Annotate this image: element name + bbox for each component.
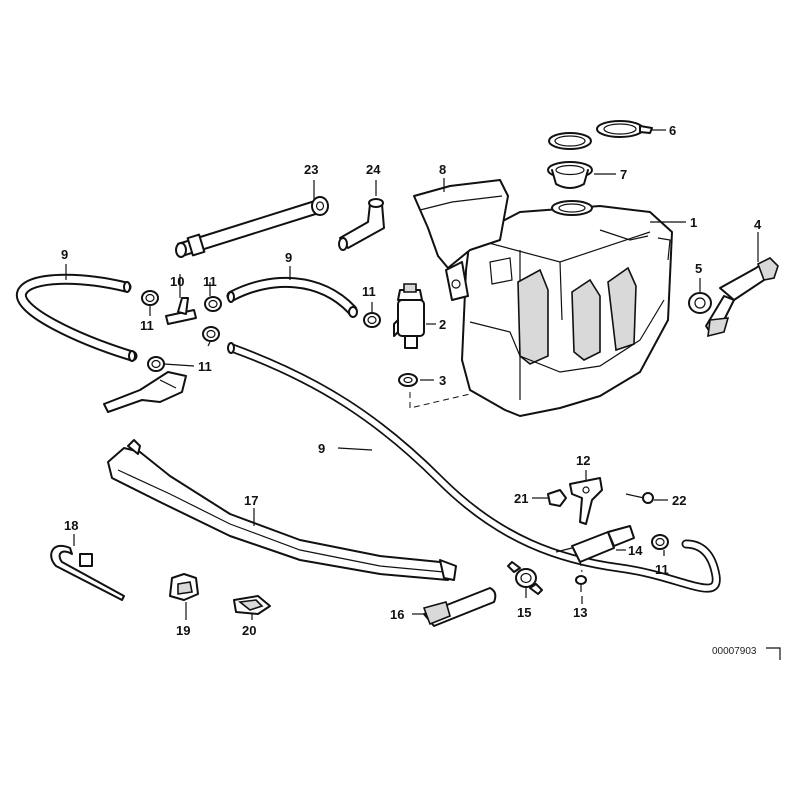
hose-long [227,342,721,593]
hose-clamp-f [147,356,165,372]
label-11-d: 11 [362,284,376,299]
label-5: 5 [695,261,702,276]
label-10: 10 [170,274,184,289]
washer-fluid-reservoir [461,200,673,417]
label-9-long: 9 [318,441,325,456]
label-4: 4 [754,217,762,232]
label-12: 12 [576,453,590,468]
label-22: 22 [672,493,686,508]
hose-clamp-b [204,296,222,312]
sensor-grommet [688,292,712,314]
label-11-e: 11 [655,562,669,577]
label-11-c: 11 [198,359,212,374]
filler-neck-cap [547,161,593,189]
washer-pump [393,283,425,349]
label-16: 16 [390,607,404,622]
label-18: 18 [64,518,78,533]
label-23: 23 [304,162,318,177]
bracket-bolt [625,492,654,504]
filler-cap-gasket [548,120,653,150]
clip-a [169,573,199,601]
label-2: 2 [439,317,446,332]
bracket-nut [547,489,567,507]
label-8: 8 [439,162,446,177]
label-19: 19 [176,623,190,638]
label-3: 3 [439,373,446,388]
level-sensor [705,257,779,338]
label-11-b: 11 [203,274,217,289]
check-valve [555,525,635,563]
label-11-a: 11 [140,318,154,333]
reference-number: 00007903 [712,646,757,657]
label-13: 13 [573,605,587,620]
hose-mid [226,276,358,318]
hose-channel [107,439,457,581]
bracket-screw [575,575,587,592]
cable-tie [50,545,125,601]
install-line-pump [409,392,471,409]
label-20: 20 [242,623,256,638]
hose-clamp-e [651,534,669,550]
hose-connector-left [103,371,187,413]
label-6: 6 [669,123,676,138]
nozzle-bracket [569,477,603,525]
hose-clamp-a [141,290,159,306]
leader-lines [65,129,781,660]
label-17: 17 [244,493,258,508]
label-24: 24 [366,162,381,177]
filler-tube [175,196,329,258]
nozzle-holder [507,561,543,595]
hose-clamp-d [363,312,381,328]
label-9-left: 9 [61,247,68,262]
label-1: 1 [690,215,697,230]
part-labels: 6 7 1 4 5 8 23 24 9 9 10 11 11 11 2 3 11… [61,123,762,638]
label-21: 21 [514,491,528,506]
spray-nozzle [422,587,497,627]
pump-grommet [398,373,418,387]
reservoir-shield [413,179,509,301]
hose-left [15,273,138,362]
label-9-mid: 9 [285,250,292,265]
label-7: 7 [620,167,627,182]
hose-clamp-c [202,326,220,342]
clip-b [233,595,271,615]
t-connector [165,297,197,325]
label-15: 15 [517,605,531,620]
label-14: 14 [628,543,643,558]
elbow-connector [338,198,385,251]
